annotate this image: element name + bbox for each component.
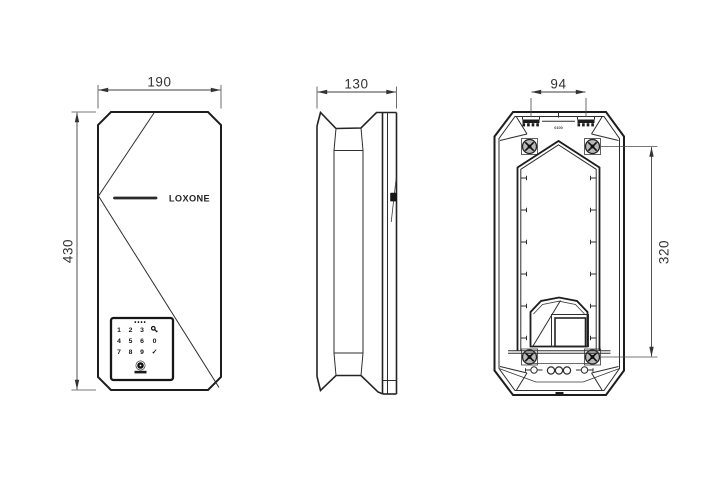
dimension-side-depth: 130	[316, 77, 397, 109]
dimension-value-94: 94	[550, 77, 566, 92]
cable-slot-icon	[525, 366, 543, 374]
bottom-rim	[498, 363, 620, 395]
corner-facet-lines	[499, 116, 619, 391]
keypad-key: 8	[129, 349, 133, 356]
back-view: 0100	[493, 77, 672, 396]
cable-entry-icon	[546, 366, 572, 375]
passcode-dots: ••••	[134, 320, 146, 326]
cable-compartment	[529, 296, 589, 348]
mounting-comb-icon	[577, 117, 595, 127]
screw-icon	[521, 138, 538, 155]
keypad-key: ✓	[152, 349, 158, 356]
side-face-inner-lines	[333, 127, 397, 376]
dimension-front-height: 430	[61, 111, 96, 391]
dimension-value-430: 430	[61, 239, 76, 263]
back-inner-rim	[498, 116, 620, 391]
loxone-logo: LOXONE	[169, 194, 210, 204]
bell-button-icon	[135, 360, 146, 371]
dimension-back-mount-width: 94	[530, 77, 587, 117]
keypad-key: 6	[140, 338, 144, 345]
side-back-box	[381, 112, 398, 395]
mounting-cavity	[508, 139, 611, 354]
mounting-comb-icon	[522, 117, 540, 127]
top-marking-label: 0100	[554, 126, 562, 130]
dimension-front-width: 190	[97, 75, 222, 109]
dimension-value-320: 320	[657, 240, 672, 264]
terminal-block	[554, 317, 587, 348]
bottom-center-mark	[555, 392, 564, 395]
keypad: •••• 1 2 3 4 5 6 0 7 8 9 ✓	[109, 316, 175, 382]
side-view: 130	[316, 77, 398, 395]
keypad-key: 1	[117, 327, 121, 334]
dimension-value-130: 130	[344, 77, 368, 92]
keypad-key: 0	[153, 338, 157, 345]
cavity-clip-ticks	[520, 175, 597, 341]
cable-slot-icon	[576, 366, 594, 374]
keypad-key: 5	[129, 338, 133, 345]
keypad-key: 4	[117, 338, 121, 345]
keypad-bottom-bar	[134, 370, 147, 374]
keypad-frame	[109, 316, 175, 382]
side-latch-knob	[390, 192, 397, 202]
front-view: LOXONE •••• 1 2 3 4 5 6 0 7 8 9 ✓	[61, 75, 222, 391]
front-face-style-lines	[98, 112, 220, 388]
keypad-key: 3	[140, 327, 144, 334]
dimension-value-190: 190	[147, 75, 171, 90]
dimension-back-mount-height: 320	[601, 146, 672, 358]
back-body-outline	[493, 111, 625, 396]
keypad-key: 7	[117, 349, 121, 356]
keypad-key: 2	[129, 327, 133, 334]
side-profile-outline	[316, 110, 397, 395]
keypad-key: 9	[140, 349, 144, 356]
screw-icon	[584, 138, 601, 155]
key-icon	[150, 325, 158, 333]
